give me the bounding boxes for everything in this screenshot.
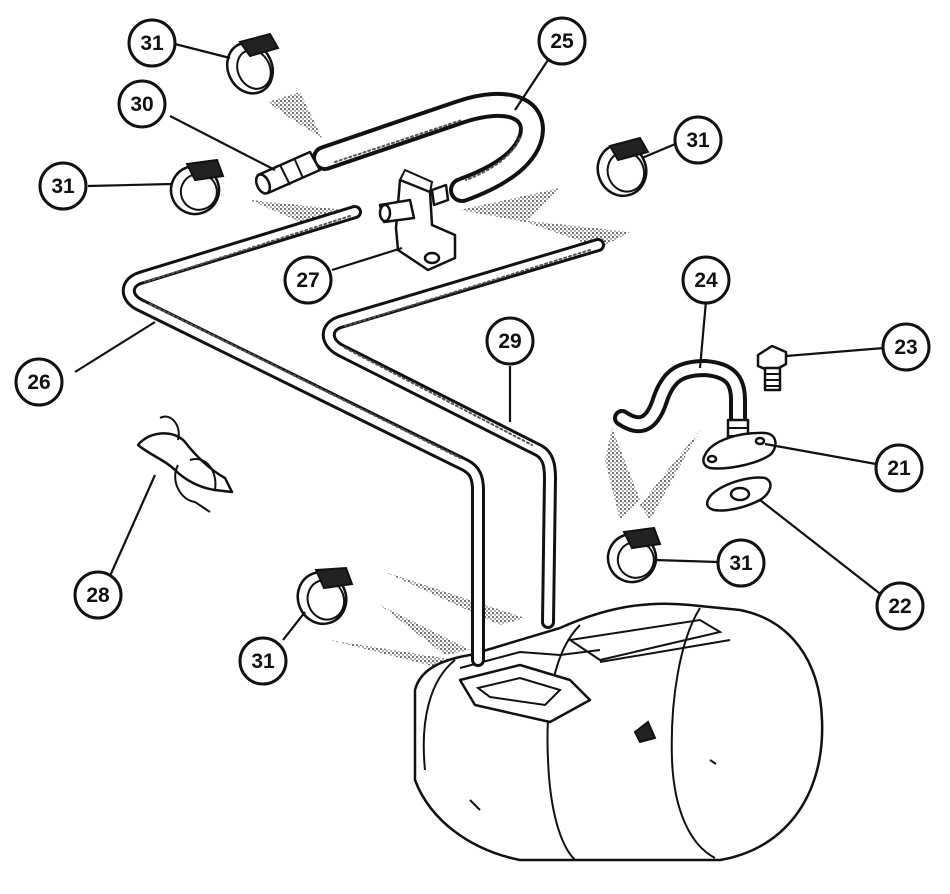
clamp-bottom <box>296 566 354 626</box>
svg-text:21: 21 <box>887 457 911 480</box>
gasket-22 <box>705 476 772 512</box>
bolt-23 <box>756 344 788 392</box>
callout-31-left: 31 <box>38 161 88 211</box>
arrow-clamp-top <box>268 92 322 138</box>
hose-25 <box>312 91 545 203</box>
hose-29 <box>321 238 605 629</box>
clamp-top-left <box>225 32 280 95</box>
arrow-clamp-left <box>250 200 345 222</box>
svg-text:23: 23 <box>894 336 917 359</box>
clamp-lower-right <box>606 526 662 584</box>
svg-text:22: 22 <box>888 595 911 618</box>
arrow-clamp-bottom-2 <box>380 605 470 655</box>
callout-31-lower-right: 31 <box>716 538 766 588</box>
callout-22: 22 <box>875 581 925 631</box>
clamp-right <box>596 136 650 198</box>
callouts: 31 25 30 31 31 27 24 23 <box>14 16 931 686</box>
svg-text:31: 31 <box>51 175 75 198</box>
leader-lines <box>74 42 885 641</box>
arrow-clamp-lower-right <box>605 428 640 520</box>
svg-text:29: 29 <box>498 330 521 353</box>
svg-text:26: 26 <box>27 371 50 394</box>
arrow-clamp-lower-right-2 <box>640 430 700 520</box>
callout-31-top-left: 31 <box>127 18 177 68</box>
svg-text:25: 25 <box>550 30 574 53</box>
svg-text:31: 31 <box>251 650 275 673</box>
svg-text:28: 28 <box>86 584 110 607</box>
clamp-left <box>169 158 225 216</box>
callout-31-right: 31 <box>673 115 723 165</box>
callout-24: 24 <box>681 255 731 305</box>
svg-text:27: 27 <box>296 269 319 292</box>
arrow-clamp-bottom-1 <box>385 572 525 625</box>
callout-31-bottom: 31 <box>238 636 288 686</box>
svg-text:24: 24 <box>694 269 718 292</box>
callout-28: 28 <box>73 570 123 620</box>
callout-29: 29 <box>485 316 535 366</box>
clip-28 <box>136 415 234 513</box>
callout-25: 25 <box>537 16 587 66</box>
bracket-27 <box>378 168 457 272</box>
svg-text:31: 31 <box>686 129 710 152</box>
callout-30: 30 <box>117 79 167 129</box>
svg-text:30: 30 <box>130 93 153 116</box>
connector-30 <box>254 150 322 195</box>
svg-text:31: 31 <box>729 552 753 575</box>
callout-21: 21 <box>874 443 924 493</box>
assembly-arrows <box>250 92 700 668</box>
svg-text:31: 31 <box>140 32 164 55</box>
callout-23: 23 <box>881 322 931 372</box>
arrow-clamp-right <box>460 188 560 222</box>
arrow-clamp-bottom-3 <box>330 640 455 668</box>
callout-26: 26 <box>14 357 64 407</box>
callout-27: 27 <box>283 255 333 305</box>
flange-21 <box>702 431 777 470</box>
fuel-tank <box>413 602 824 862</box>
hose-26 <box>121 205 485 667</box>
arrow-hose-end <box>520 220 630 248</box>
pipe-24 <box>613 359 750 447</box>
